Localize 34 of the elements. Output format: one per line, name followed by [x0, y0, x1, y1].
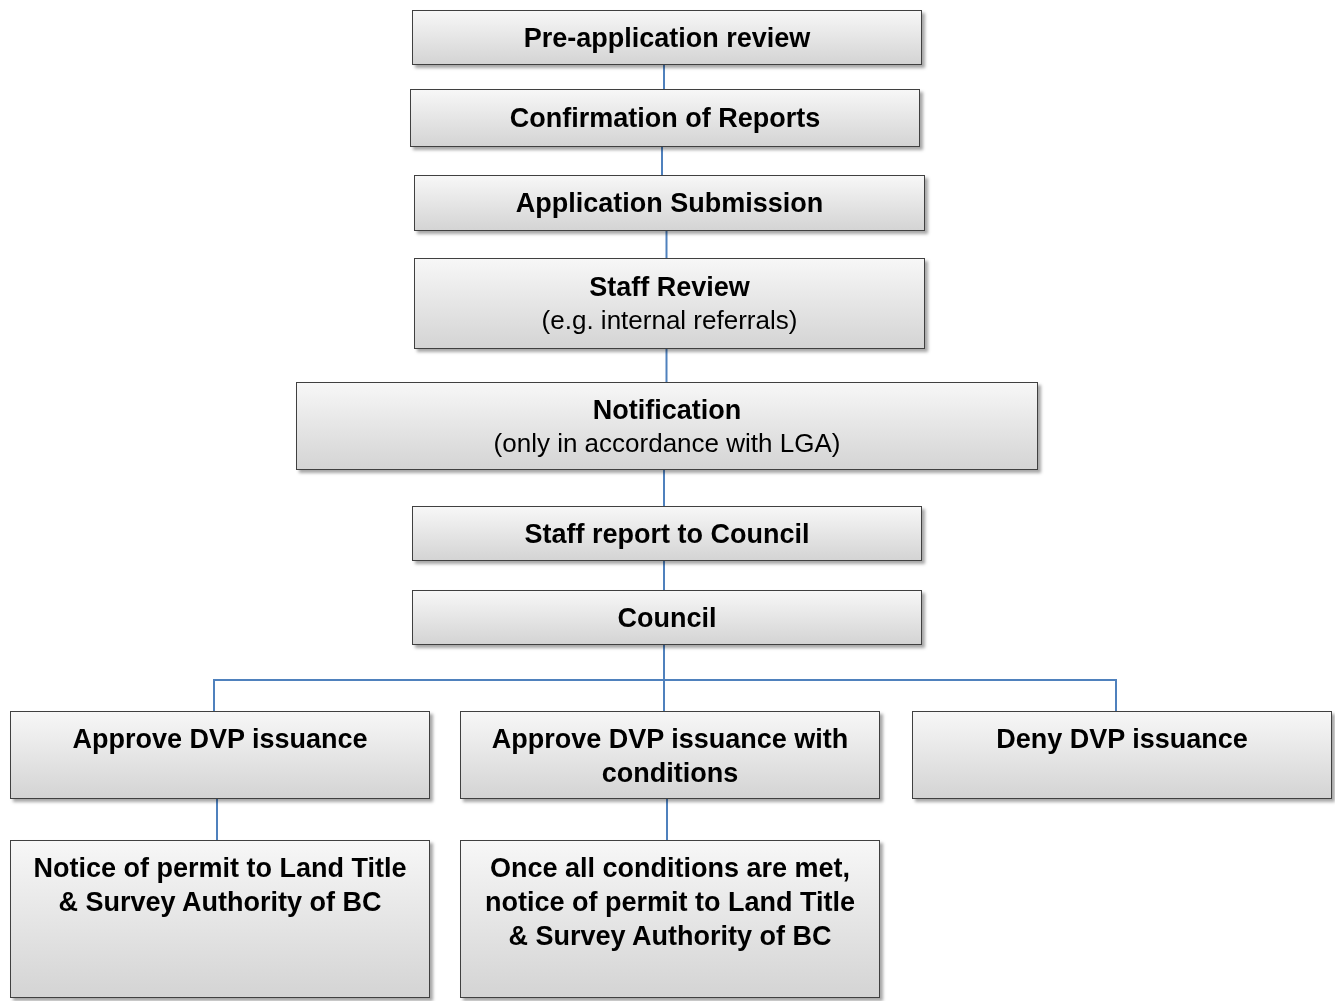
process-box	[412, 506, 922, 561]
box-title: Notification	[592, 393, 742, 427]
connector-line	[663, 64, 665, 90]
connector-line	[665, 348, 668, 383]
box-subtitle: (only in accordance with LGA)	[493, 426, 841, 460]
box-title: Notice of permit to Land Title & Survey Authority of BC	[32, 852, 408, 919]
box-title: Staff report to Council	[524, 517, 810, 551]
box-title: Application Submission	[515, 187, 824, 220]
process-box	[460, 840, 880, 998]
box-title: Council	[617, 601, 717, 635]
process-box	[414, 175, 925, 231]
process-box	[412, 10, 922, 65]
box-title: Staff Review	[589, 271, 750, 304]
process-box	[460, 711, 880, 799]
box-title: Pre-application review	[523, 21, 811, 55]
box-subtitle: (e.g. internal referrals)	[541, 304, 798, 337]
process-box	[296, 382, 1038, 470]
connector-line	[663, 560, 665, 591]
connector-line	[666, 798, 668, 841]
process-box	[912, 711, 1332, 799]
box-title: Confirmation of Reports	[509, 102, 821, 135]
box-title: Deny DVP issuance	[996, 723, 1248, 756]
process-box	[412, 590, 922, 645]
process-box	[410, 89, 920, 147]
connector-line	[663, 469, 665, 507]
process-box	[10, 840, 430, 998]
process-box	[10, 711, 430, 799]
box-title: Approve DVP issuance with conditions	[490, 723, 850, 790]
connector-line	[661, 146, 663, 176]
connector-line	[216, 798, 218, 841]
box-title: Approve DVP issuance	[72, 723, 368, 756]
connector-line	[665, 230, 668, 259]
process-box	[414, 258, 925, 349]
box-title: Once all conditions are met, notice of permit to Land Title & Survey Authority of BC	[484, 852, 856, 953]
